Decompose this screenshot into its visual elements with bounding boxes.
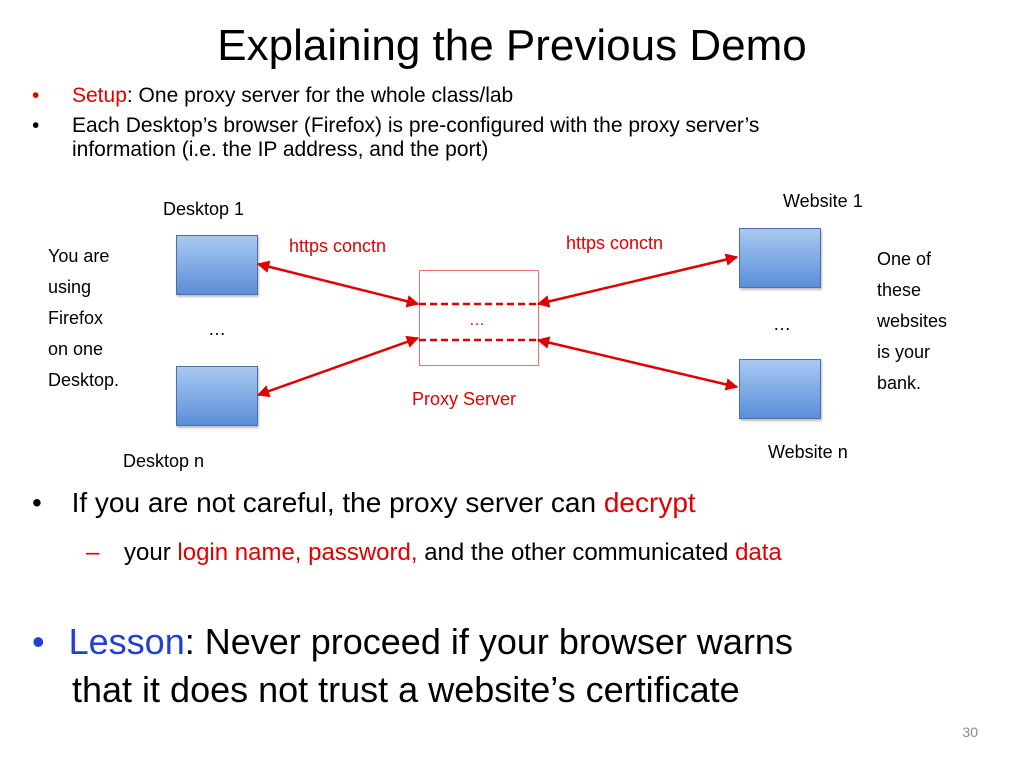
website-ellipsis: … [773,314,791,334]
desktop-n-computer-icon [176,366,258,426]
right-note-line: is your [877,342,931,362]
website-n-label: Website n [768,442,848,462]
left-note-line: Desktop. [48,370,120,390]
left-note-line: Firefox [48,308,104,328]
sub-bullet-data: – your login name, password, and the oth… [86,538,1016,568]
arrow-proxy-websiten [536,336,739,391]
top-bullet-list: • Setup: One proxy server for the whole … [32,84,1002,168]
right-note: One of these websites is your bank. [877,244,947,399]
decrypt-highlight: decrypt [603,487,696,518]
data-highlight: data [735,539,782,566]
sub-text-mid: and the other communicated [417,539,736,566]
left-note-line: on one [48,339,104,359]
left-connection-label: https conctn [289,236,387,256]
preconfigured-line-1: Each Desktop’s browser (Firefox) is pre-… [72,114,760,137]
arrow-desktopn-proxy [256,335,420,398]
sub-text-pre: your [124,539,178,566]
lesson-text-1: : Never proceed if your browser warns [184,621,793,662]
right-note-line: websites [877,311,948,331]
sub-bullet-dash: – [86,539,100,566]
lesson-text-2: that it does not trust a website’s certi… [72,669,740,710]
right-note-line: these [877,280,922,300]
preconfigured-line-2: information (i.e. the IP address, and th… [72,138,489,161]
left-note: You are using Firefox on one Desktop. [48,241,119,396]
website-1-server-icon [739,228,821,288]
page-number: 30 [962,724,978,740]
arrow-desktop1-proxy [256,260,420,308]
bullet-preconfigured: • Each Desktop’s browser (Firefox) is pr… [32,114,1002,162]
slide-title: Explaining the Previous Demo [217,21,807,70]
proxy-server-box [419,270,539,366]
lesson-keyword: Lesson [68,621,185,662]
bullet-dot: • [32,84,40,107]
desktop-n-label: Desktop n [123,451,205,471]
bullet-setup: • Setup: One proxy server for the whole … [32,84,1002,108]
decrypt-text: If you are not careful, the proxy server… [71,487,604,518]
website-n-server-icon [739,359,821,419]
bullet-dot: • [32,621,45,662]
bullet-dot: • [32,487,42,518]
desktop-1-label: Desktop 1 [163,199,245,219]
left-note-line: You are [48,246,110,266]
credentials-highlight: login name, password, [177,539,418,566]
setup-keyword: Setup [72,84,127,107]
right-note-line: bank. [877,373,922,393]
website-1-label: Website 1 [783,191,863,211]
bullet-lesson: • Lesson: Never proceed if your browser … [32,618,992,714]
desktop-1-computer-icon [176,235,258,295]
right-connection-label: https conctn [566,233,664,253]
right-note-line: One of [877,249,932,269]
setup-text: : One proxy server for the whole class/l… [126,84,514,107]
left-note-line: using [48,277,92,297]
desktop-ellipsis: … [208,319,226,339]
bullet-decrypt: • If you are not careful, the proxy serv… [32,486,1012,520]
arrow-proxy-website1 [536,253,739,308]
proxy-ellipsis: … [469,312,485,329]
bullet-dot: • [32,114,40,137]
proxy-server-label: Proxy Server [412,389,517,409]
